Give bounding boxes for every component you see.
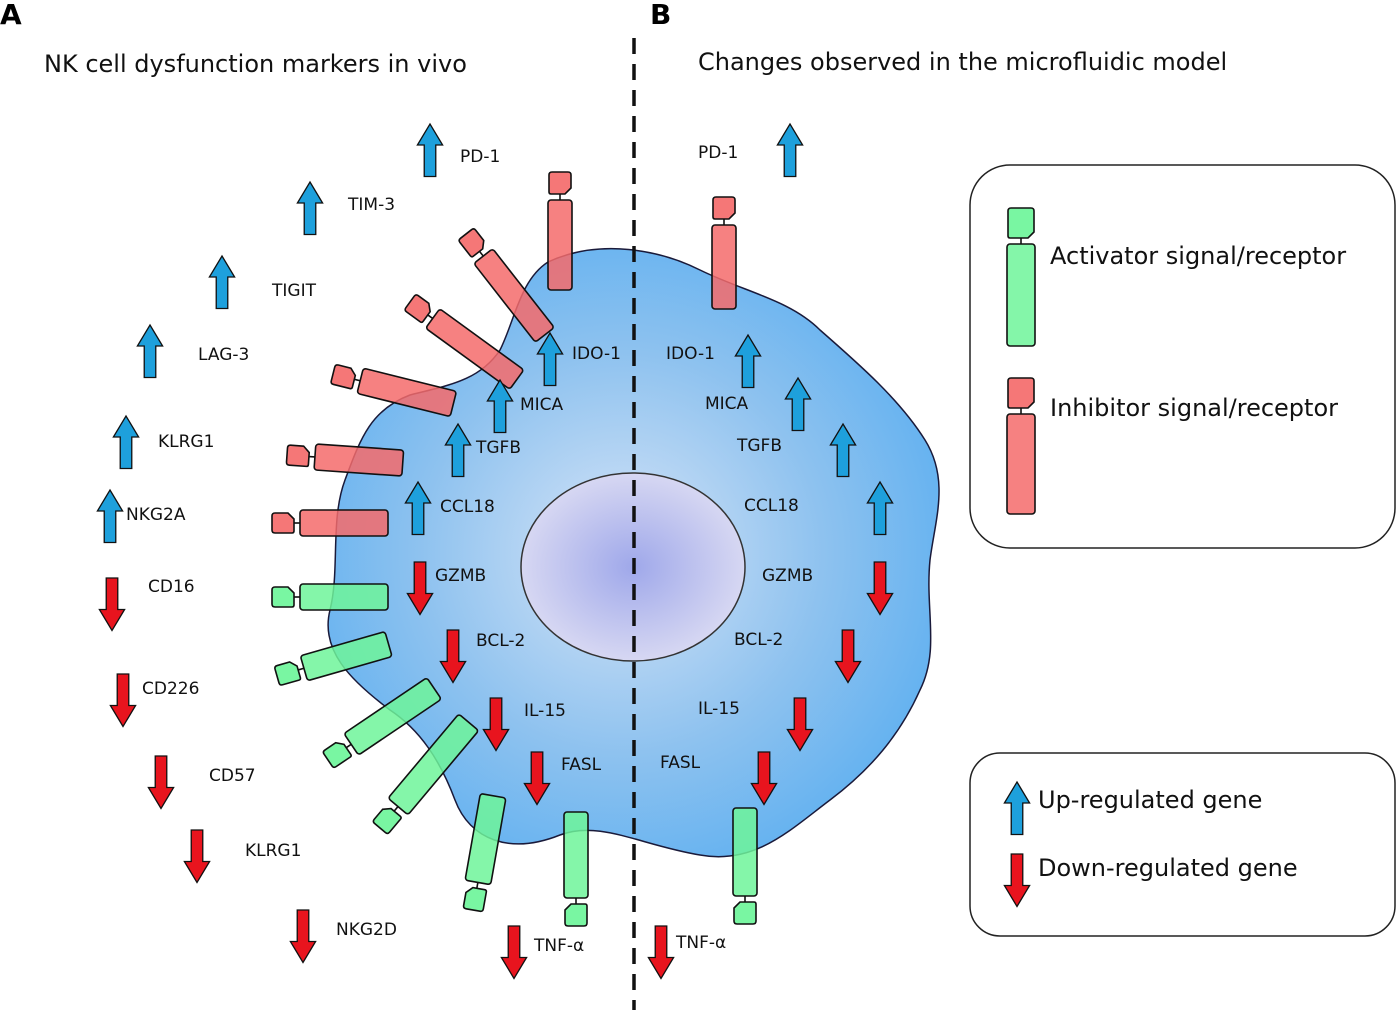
surface-marker-label: TIGIT [271,281,317,301]
activator-receptor [563,811,589,927]
down-arrow-icon [98,577,126,632]
down-arrow-icon [786,697,814,752]
panel-b-title: Changes observed in the microfluidic mod… [698,48,1227,76]
inhibitor-receptor [271,509,389,537]
inhibitor-receptor [711,196,737,310]
activator-receptor [271,583,389,611]
activator-receptor [372,714,479,835]
activator-receptor-icon [1006,207,1036,347]
activator-receptor [274,631,393,686]
inhibitor-receptor-icon [1006,377,1036,515]
panel-b-letter: B [650,0,671,31]
up-arrow-icon [208,254,236,310]
down-arrow-icon [183,829,211,884]
down-arrow-icon [647,925,675,980]
internal-gene-label: TGFB [475,438,521,458]
inhibitor-receptor [404,294,524,389]
up-arrow-icon [776,122,804,178]
gene-legend-box [969,752,1396,937]
up-arrow-icon [416,122,444,178]
receptor-group-panel-a [271,171,589,927]
internal-gene-label: IL-15 [698,699,740,719]
activator-receptor [322,678,442,769]
internal-gene-label: MICA [520,395,564,415]
up-arrow-icon [1003,780,1031,836]
internal-gene-label: CCL18 [744,496,799,516]
internal-gene-label: IDO-1 [666,344,715,364]
surface-marker-label: KLRG1 [158,432,214,452]
receptor-legend: Activator signal/receptor Inhibitor sign… [969,164,1396,549]
down-arrow-icon [1003,853,1031,908]
surface-marker-label: NKG2A [126,505,186,525]
internal-gene-label: MICA [705,394,749,414]
down-arrow-icon [482,697,510,752]
receptor-group-panel-b [711,196,758,925]
surface-marker-label: LAG-3 [198,345,249,365]
internal-gene-label: CCL18 [440,497,495,517]
up-arrow-icon [486,378,514,434]
internal-gene-label: BCL-2 [476,631,525,651]
down-arrow-icon [866,561,894,616]
surface-marker-label: CD57 [209,766,256,786]
internal-gene-label: TNF-α [675,933,726,953]
gene-markers: PD-1TIM-3TIGITLAG-3KLRG1NKG2ACD16CD226CD… [96,122,894,980]
up-arrow-icon [404,480,432,536]
activator-receptor [732,807,758,925]
up-arrow-icon [96,488,124,544]
internal-gene-label: GZMB [435,566,486,586]
down-arrow-icon [523,751,551,806]
inhibitor-receptor [330,364,457,417]
surface-marker-label: CD226 [142,679,199,699]
down-arrow-icon [439,629,467,684]
inhibitor-legend-label: Inhibitor signal/receptor [1050,394,1338,422]
down-arrow-icon [834,629,862,684]
surface-marker-label: CD16 [148,577,195,597]
up-arrow-icon [829,422,857,478]
down-arrow-icon [109,673,137,728]
activator-receptor-icon [1006,207,1036,347]
surface-marker-label: PD-1 [698,143,738,163]
down-arrow-icon [147,755,175,810]
down-arrow-icon [289,909,317,964]
up-arrow-icon [536,331,564,387]
internal-gene-label: IDO-1 [572,344,621,364]
up-arrow-icon [136,323,164,379]
gene-legend: Up-regulated gene Down-regulated gene [969,752,1396,937]
surface-marker-label: KLRG1 [245,841,301,861]
receptor-legend-box [969,164,1396,549]
up-arrow-icon [1003,780,1031,836]
down-arrow-icon [1003,853,1031,908]
activator-legend-label: Activator signal/receptor [1050,242,1346,270]
internal-gene-label: BCL-2 [734,630,783,650]
internal-gene-label: FASL [660,753,701,773]
up-arrow-icon [866,480,894,536]
down-arrow-icon [750,751,778,806]
up-arrow-icon [784,376,812,432]
surface-marker-label: PD-1 [460,147,500,167]
panel-a-title: NK cell dysfunction markers in vivo [44,50,467,78]
internal-gene-label: FASL [561,755,602,775]
internal-gene-label: TNF-α [533,936,584,956]
inhibitor-receptor-icon [1006,377,1036,515]
down-arrow-icon [500,925,528,980]
inhibitor-receptor [458,228,554,342]
down-regulated-legend-label: Down-regulated gene [1038,854,1298,882]
inhibitor-receptor [547,171,573,291]
inhibitor-receptor [285,443,405,477]
internal-gene-label: IL-15 [524,701,566,721]
activator-receptor [462,793,507,913]
up-regulated-legend-label: Up-regulated gene [1038,786,1262,814]
surface-marker-label: TIM-3 [347,195,395,215]
up-arrow-icon [296,180,324,236]
internal-gene-label: TGFB [736,436,782,456]
up-arrow-icon [734,333,762,389]
up-arrow-icon [444,422,472,478]
internal-gene-label: GZMB [762,566,813,586]
surface-marker-label: NKG2D [336,920,397,940]
up-arrow-icon [112,414,140,470]
panel-a-letter: A [0,0,22,31]
down-arrow-icon [406,561,434,616]
